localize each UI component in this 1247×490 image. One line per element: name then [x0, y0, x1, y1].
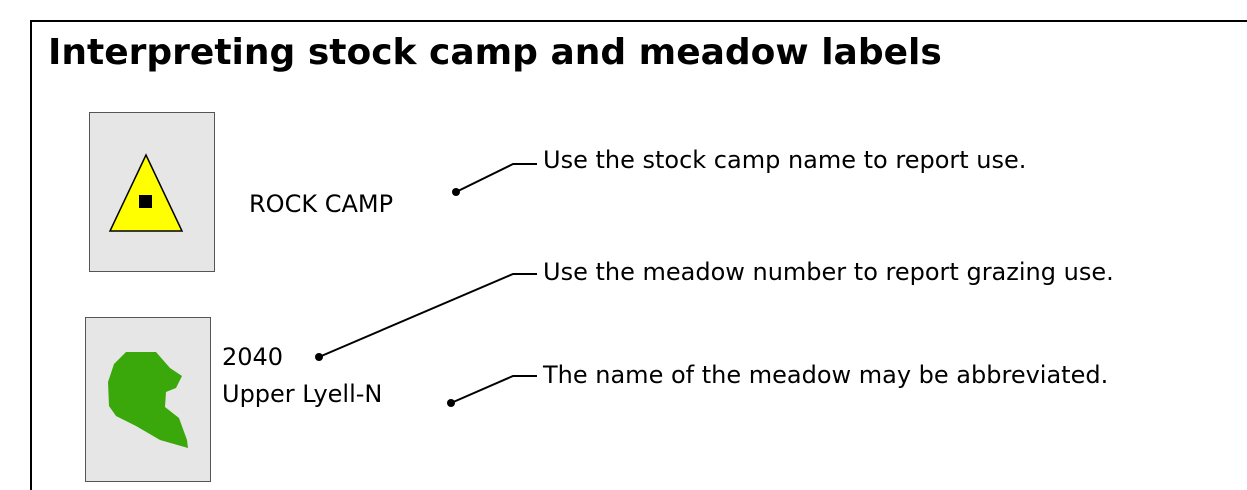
- meadow-name-label: Upper Lyell-N: [222, 380, 383, 408]
- diagram-frame: [30, 20, 1247, 490]
- camp-name-note: Use the stock camp name to report use.: [543, 146, 1027, 174]
- meadow-polygon-icon: [108, 352, 188, 448]
- stock-camp-map-tile: [89, 112, 215, 272]
- stock-camp-label: ROCK CAMP: [249, 190, 394, 218]
- diagram-title: Interpreting stock camp and meadow label…: [48, 32, 942, 73]
- stock-camp-triangle-icon: [108, 153, 184, 232]
- meadow-name-note: The name of the meadow may be abbreviate…: [543, 361, 1109, 389]
- meadow-number-label: 2040: [222, 343, 284, 371]
- meadow-number-note: Use the meadow number to report grazing …: [543, 258, 1114, 286]
- meadow-map-tile: [85, 317, 211, 482]
